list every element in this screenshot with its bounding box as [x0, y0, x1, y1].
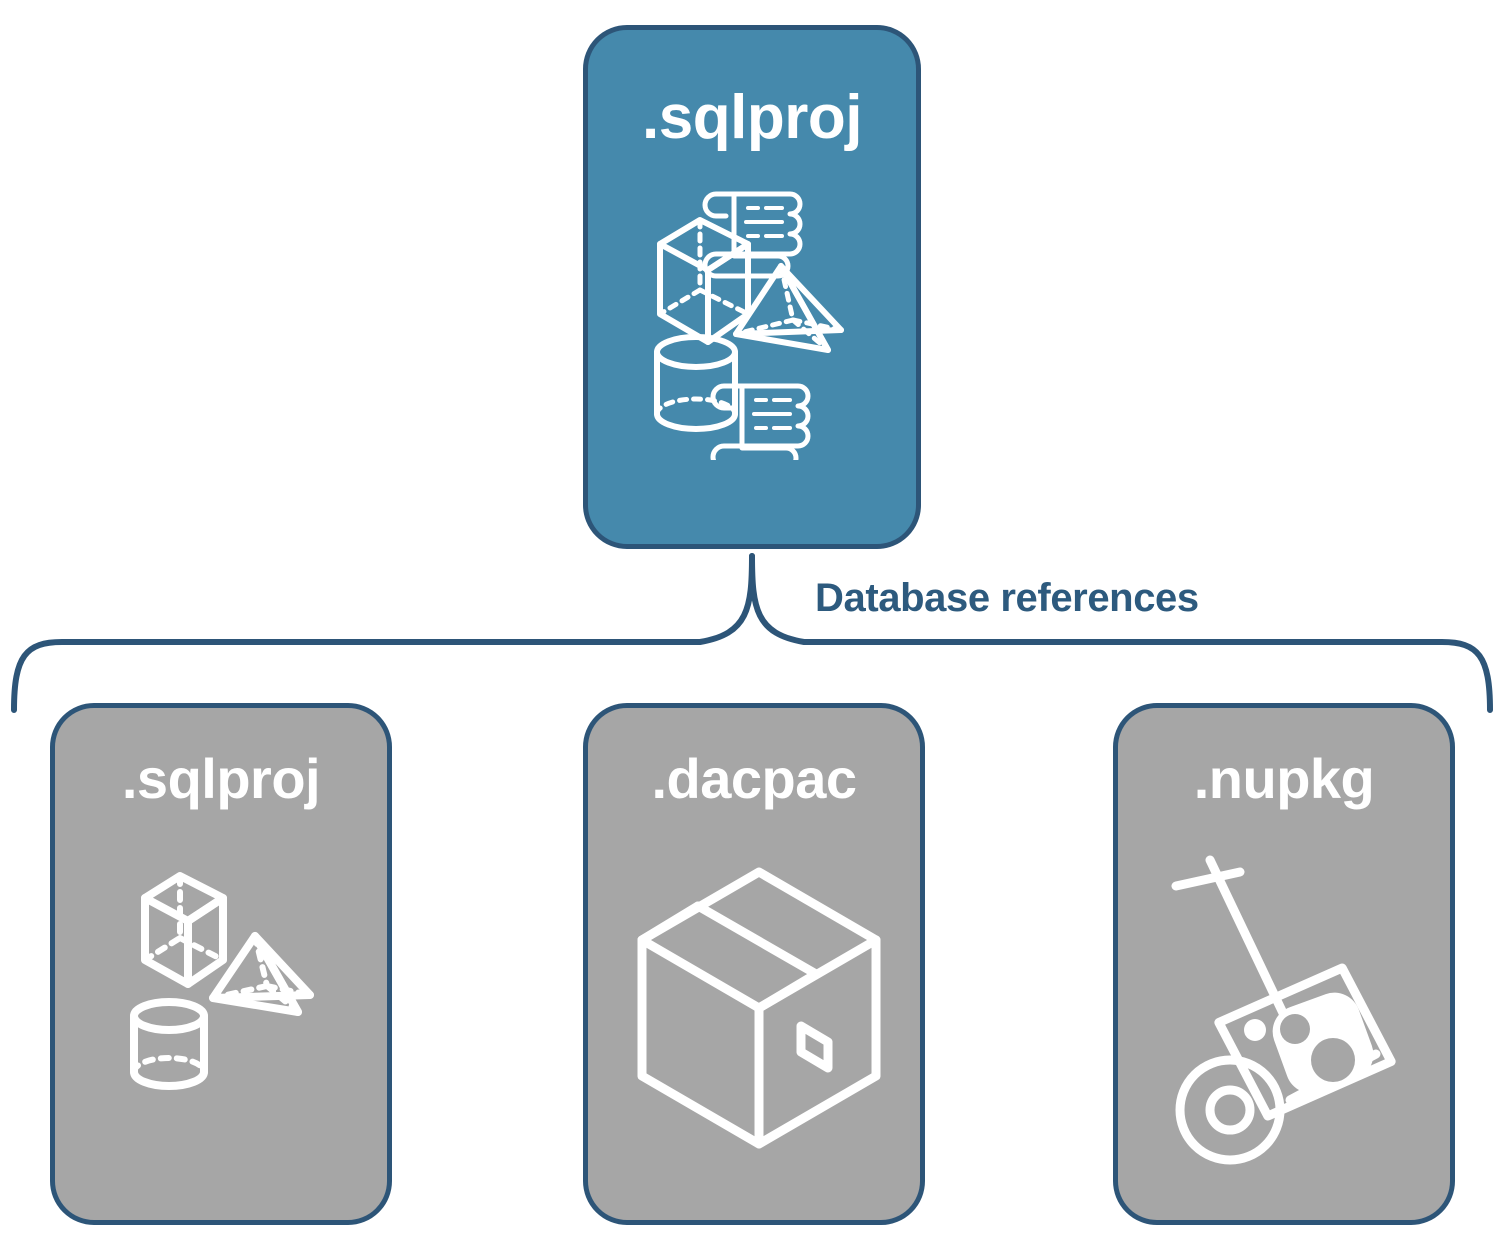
pyramid-wireframe-icon [733, 263, 844, 353]
cube-wireframe-icon [141, 872, 227, 988]
reference-node-label-sqlproj: .sqlproj [121, 747, 321, 810]
reference-node-label-nupkg: .nupkg [1193, 747, 1375, 810]
reference-node-nupkg-card[interactable]: .nupkg [1113, 703, 1455, 1225]
sqlproj-icon-group [55, 848, 387, 1188]
dacpac-icon-group [588, 848, 920, 1188]
database-references-bracket [11, 553, 1493, 713]
database-references-label: Database references [815, 576, 1199, 620]
cube-wireframe-icon [657, 217, 751, 345]
cylinder-wireframe-icon [130, 998, 208, 1090]
reference-node-label-dacpac: .dacpac [651, 747, 857, 810]
nuget-package-icon [1214, 963, 1396, 1121]
reference-node-dacpac-card[interactable]: .dacpac [583, 703, 925, 1225]
root-node-icon-group [588, 170, 916, 471]
pyramid-wireframe-icon [209, 932, 314, 1016]
scroll-icon [702, 191, 803, 279]
shipping-box-icon [637, 867, 881, 1149]
root-node-label: .sqlproj [642, 83, 862, 152]
reference-node-sqlproj-card[interactable]: .sqlproj [50, 703, 392, 1225]
root-node-sqlproj-card[interactable]: .sqlproj [583, 25, 921, 549]
cylinder-wireframe-icon [654, 334, 738, 432]
nupkg-icon-group [1118, 848, 1450, 1188]
